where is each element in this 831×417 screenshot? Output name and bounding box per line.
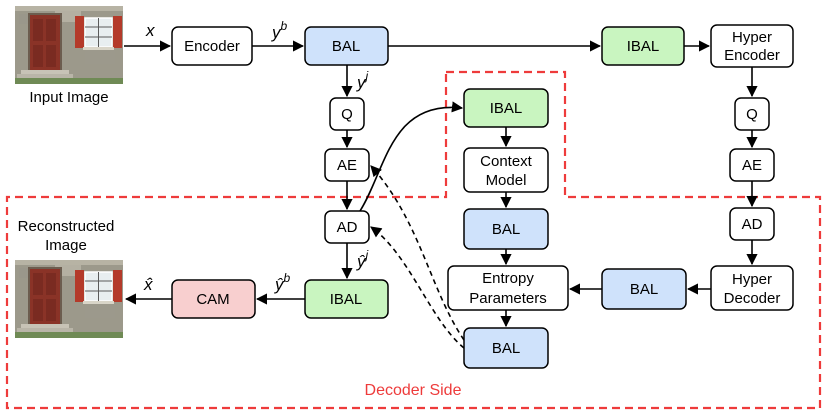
svg-text:Parameters: Parameters <box>469 290 547 307</box>
decoder-side-label: Decoder Side <box>365 382 462 399</box>
encoder-node: Encoder <box>171 26 253 66</box>
ibal-decoder-node: IBAL <box>304 279 389 319</box>
svg-text:Encoder: Encoder <box>724 47 780 64</box>
arrow-ad-to-ibal-context <box>359 101 464 212</box>
reconstructed-image <box>14 259 124 339</box>
cam-node: CAM <box>171 279 256 319</box>
svg-text:AD: AD <box>337 219 358 236</box>
label-y-j: yj <box>356 69 369 92</box>
arithmetic-encoder-main-node: AE <box>324 148 370 182</box>
bal-context-node: BAL <box>463 208 549 250</box>
svg-text:Hyper: Hyper <box>732 29 772 46</box>
svg-text:CAM: CAM <box>196 291 229 308</box>
svg-text:Q: Q <box>746 106 758 123</box>
svg-text:Hyper: Hyper <box>732 271 772 288</box>
bal-hyper-node: BAL <box>601 268 687 310</box>
svg-text:IBAL: IBAL <box>330 291 363 308</box>
svg-text:BAL: BAL <box>332 38 360 55</box>
label-y-b: yb <box>271 19 288 42</box>
label-x: x <box>145 21 155 40</box>
arithmetic-decoder-hyper-node: AD <box>729 207 775 241</box>
input-image-label: Input Image <box>29 89 108 106</box>
dashed-arrow-bal-entropy-to-ad <box>370 226 465 349</box>
decoder-side-region <box>5 70 822 410</box>
svg-text:Q: Q <box>341 106 353 123</box>
svg-text:Entropy: Entropy <box>482 270 534 287</box>
svg-text:BAL: BAL <box>492 221 520 238</box>
reconstructed-image-label-line1: Reconstructed <box>18 218 115 235</box>
entropy-parameters-node: Entropy Parameters <box>447 265 569 311</box>
svg-text:AD: AD <box>742 216 763 233</box>
svg-text:Encoder: Encoder <box>184 38 240 55</box>
hyper-decoder-node: Hyper Decoder <box>710 265 794 311</box>
quantizer-main-node: Q <box>329 97 365 131</box>
dashed-arrow-bal-entropy-to-ae <box>370 165 465 341</box>
svg-text:BAL: BAL <box>492 340 520 357</box>
svg-text:AE: AE <box>742 157 762 174</box>
label-yhat-j: ŷj <box>356 248 369 271</box>
label-yhat-b: ŷb <box>274 271 291 294</box>
reconstructed-image-label-line2: Image <box>45 237 87 254</box>
svg-text:IBAL: IBAL <box>627 38 660 55</box>
label-xhat: x̂ <box>143 275 153 294</box>
quantizer-hyper-node: Q <box>734 97 770 131</box>
ibal-context-node: IBAL <box>463 88 549 128</box>
input-image <box>14 5 124 85</box>
bal-entropy-node: BAL <box>463 327 549 369</box>
svg-text:BAL: BAL <box>630 281 658 298</box>
arithmetic-encoder-hyper-node: AE <box>729 148 775 182</box>
arithmetic-decoder-main-node: AD <box>324 210 370 244</box>
svg-text:Context: Context <box>480 153 533 170</box>
svg-text:Model: Model <box>486 172 527 189</box>
svg-text:Decoder: Decoder <box>724 290 781 307</box>
hyper-encoder-node: Hyper Encoder <box>710 24 794 68</box>
context-model-node: Context Model <box>463 147 549 193</box>
bal-main-node: BAL <box>304 26 389 66</box>
svg-text:IBAL: IBAL <box>490 100 523 117</box>
svg-text:AE: AE <box>337 157 357 174</box>
ibal-top-node: IBAL <box>601 26 685 66</box>
